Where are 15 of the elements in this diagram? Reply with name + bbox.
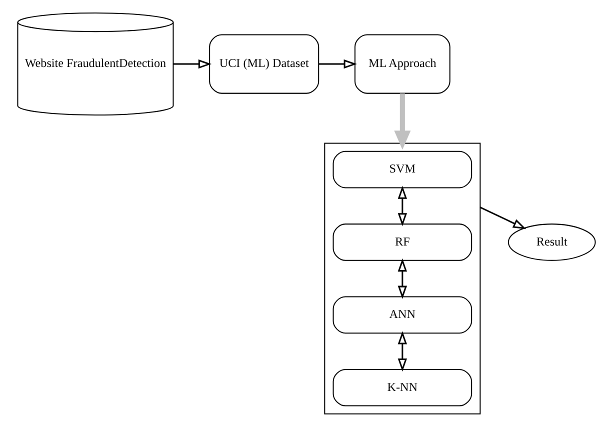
node-box: UCI (ML) Dataset	[208, 34, 319, 94]
arrow	[479, 206, 526, 229]
node-ellipse: Result	[507, 223, 596, 260]
node-box: SVM	[332, 150, 472, 188]
node-box: K-NN	[332, 368, 472, 406]
cluster	[324, 142, 480, 414]
node-box: RF	[332, 223, 472, 260]
arrow	[397, 258, 407, 298]
arrow	[173, 58, 212, 68]
arrow	[394, 92, 410, 150]
node-box: ML Approach	[354, 34, 450, 94]
arrow	[397, 330, 407, 372]
arrow	[318, 58, 356, 68]
node-box: ANN	[332, 296, 472, 334]
arrow	[397, 185, 407, 226]
